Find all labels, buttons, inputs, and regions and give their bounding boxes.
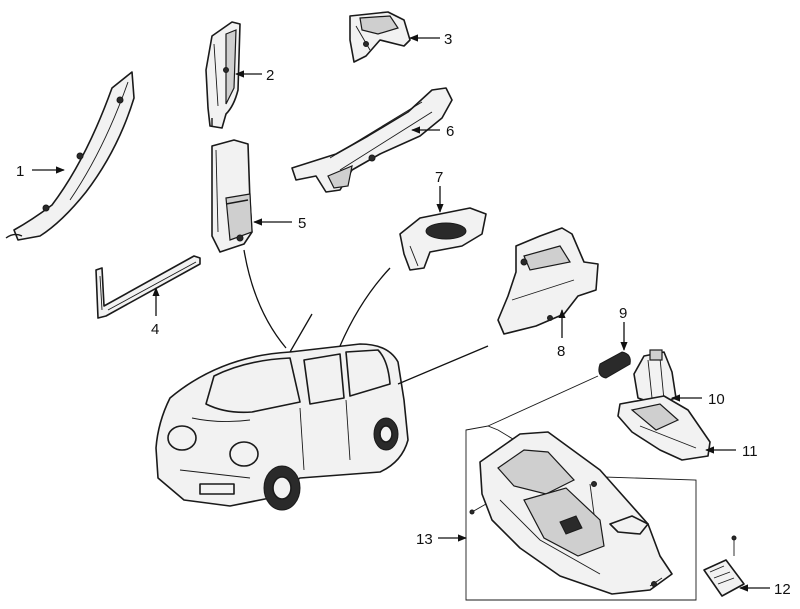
callout-arrows [32,34,770,592]
callout-7: 7 [435,169,443,186]
callout-3: 3 [444,31,452,48]
callout-10: 10 [708,391,725,408]
callout-13: 13 [416,531,433,548]
scuff-plate-trim-icon [291,87,453,193]
door-opening-trim-strip-icon [95,255,201,319]
c-pillar-trim-icon [349,11,411,63]
shift-bezel-icon [617,395,711,461]
center-console-icon [465,425,697,601]
callout-6: 6 [446,123,454,140]
callout-2: 2 [266,67,274,84]
b-pillar-upper-trim-icon [205,21,241,129]
shift-knob-icon [487,351,631,427]
callout-1: 1 [16,163,24,180]
callout-4: 4 [151,321,159,338]
speaker-housing-icon [399,207,487,271]
shift-boot-icon [633,349,677,405]
vehicle-overview-icon [155,343,409,511]
callout-11: 11 [742,443,758,460]
callout-9: 9 [619,305,627,322]
a-pillar-trim-icon [5,71,135,241]
callout-5: 5 [298,215,306,232]
callout-8: 8 [557,343,565,360]
b-pillar-lower-trim-icon [211,139,253,253]
callout-12: 12 [774,581,791,598]
quarter-trim-panel-icon [497,227,599,335]
car-leader-lines [243,249,489,385]
console-pad-icon [703,535,745,597]
